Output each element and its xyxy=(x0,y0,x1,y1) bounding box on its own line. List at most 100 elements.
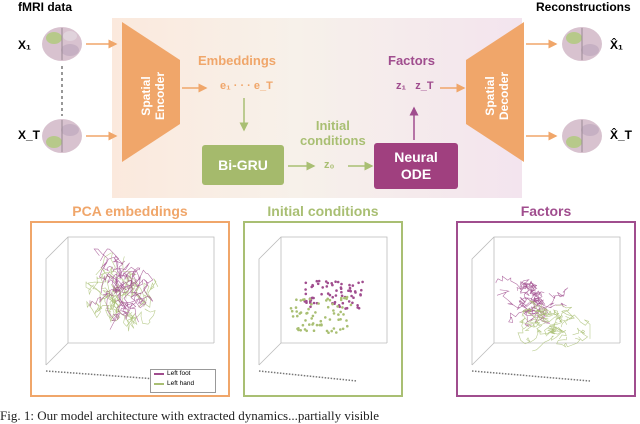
point-hand xyxy=(342,313,345,316)
point-hand xyxy=(312,329,316,332)
trajectory-foot xyxy=(114,267,141,284)
point-foot xyxy=(320,292,323,296)
initial-plot xyxy=(258,236,388,382)
point-hand xyxy=(307,307,310,311)
point-hand xyxy=(325,299,328,302)
z0-label: z₀ xyxy=(324,159,335,171)
point-hand xyxy=(343,296,346,300)
point-hand xyxy=(341,306,344,309)
point-foot xyxy=(357,281,360,285)
trajectory-hand xyxy=(119,312,138,329)
spatial-decoder-label: Spatial Decoder xyxy=(483,51,511,141)
trajectory-foot xyxy=(114,270,135,290)
point-hand xyxy=(339,310,342,314)
legend-foot-swatch xyxy=(154,373,164,375)
caption: Fig. 1: Our model architecture with extr… xyxy=(0,408,380,423)
point-foot xyxy=(325,285,329,288)
point-foot xyxy=(351,284,355,287)
point-hand xyxy=(295,310,298,313)
trajectory-foot xyxy=(495,275,522,291)
point-foot xyxy=(304,281,308,285)
point-foot xyxy=(334,280,337,283)
trajectory-foot xyxy=(107,255,125,280)
point-hand xyxy=(324,316,327,319)
point-foot xyxy=(333,300,337,304)
point-hand xyxy=(332,327,336,330)
point-foot xyxy=(356,304,359,307)
point-foot xyxy=(350,294,353,298)
trajectory-hand xyxy=(132,308,156,325)
trajectory-hand xyxy=(122,256,136,298)
axis-box-inner xyxy=(45,342,69,366)
trajectory-hand xyxy=(550,328,567,340)
trajectory-hand xyxy=(544,326,555,337)
factors-title: Factors xyxy=(388,53,435,68)
point-hand xyxy=(345,297,348,301)
point-foot xyxy=(326,281,330,285)
trajectory-hand xyxy=(143,278,159,300)
point-hand xyxy=(339,328,342,331)
trajectory-foot xyxy=(121,284,138,305)
point-hand xyxy=(299,299,303,302)
trajectory-foot xyxy=(519,281,538,297)
trajectory-hand xyxy=(532,330,566,352)
point-hand xyxy=(314,311,317,314)
trajectory-foot xyxy=(106,278,124,297)
bigru-box: Bi-GRU xyxy=(202,145,284,185)
trajectory-foot xyxy=(106,294,120,330)
initial-conditions-label: Initial conditions xyxy=(300,118,366,148)
point-hand xyxy=(301,323,305,327)
point-hand xyxy=(296,314,299,318)
factors-to-decoder-arrow xyxy=(440,83,466,93)
point-foot xyxy=(305,301,308,304)
point-foot xyxy=(340,294,344,298)
point-foot xyxy=(339,286,343,289)
point-hand xyxy=(328,318,332,321)
trajectory-foot xyxy=(531,292,543,312)
point-foot xyxy=(321,286,324,289)
point-hand xyxy=(332,312,336,315)
panel-title-pca: PCA embeddings xyxy=(72,203,188,219)
trajectory-foot xyxy=(519,292,543,307)
panel-title-factors: Factors xyxy=(520,203,572,219)
neural-ode-box: Neural ODE xyxy=(374,143,458,189)
ode-to-factors-arrow xyxy=(409,106,419,140)
point-hand xyxy=(298,312,302,315)
point-hand xyxy=(310,303,313,306)
point-hand xyxy=(345,319,348,322)
dashed-separator xyxy=(61,66,63,116)
point-hand xyxy=(339,298,343,302)
point-hand xyxy=(349,303,353,307)
point-hand xyxy=(297,328,300,332)
factors-sequence: z₁ z_T xyxy=(396,80,434,92)
trajectory-hand xyxy=(572,327,589,342)
point-hand xyxy=(303,328,307,331)
factors-plot xyxy=(471,236,621,382)
caption-text: Fig. 1: Our model architecture with extr… xyxy=(0,408,640,424)
embeddings-sequence: e₁ · · · e_T xyxy=(220,80,273,92)
panel-initial-conditions xyxy=(243,221,403,397)
point-foot xyxy=(334,294,338,297)
trajectory-hand xyxy=(94,304,121,322)
point-hand xyxy=(337,313,340,316)
trajectory-hand xyxy=(87,281,122,311)
trajectory-hand xyxy=(560,309,575,328)
point-hand xyxy=(331,302,334,306)
point-foot xyxy=(331,295,334,299)
point-foot xyxy=(309,305,312,309)
point-foot xyxy=(335,289,338,292)
point-hand xyxy=(339,318,342,321)
axis-ticks xyxy=(471,370,591,382)
point-foot xyxy=(361,280,364,284)
axis-ticks xyxy=(258,370,358,382)
xT-label: X_T xyxy=(18,128,41,142)
xT-hat-label: X̂_T xyxy=(610,128,633,142)
axis-box xyxy=(45,236,215,365)
trajectory-hand xyxy=(85,281,108,298)
trajectory-foot xyxy=(120,300,139,323)
point-hand xyxy=(330,329,333,333)
point-hand xyxy=(341,327,345,331)
point-hand xyxy=(337,318,340,321)
input-arrows xyxy=(86,39,118,141)
trajectory-hand xyxy=(568,314,591,339)
